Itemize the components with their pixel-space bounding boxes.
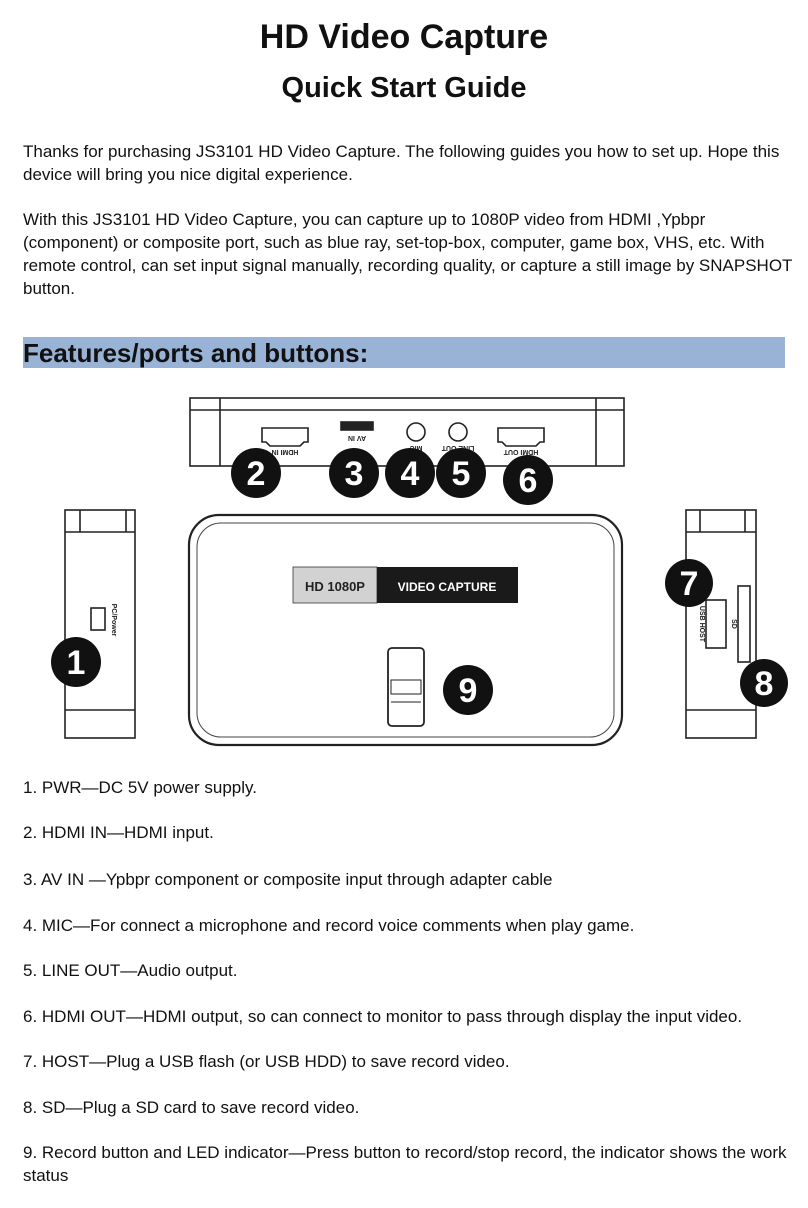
device-diagram: HDMI IN AV IN MIC LINE OUT HDMI OUT PC/P… — [51, 397, 788, 747]
section-heading: Features/ports and buttons: — [23, 338, 369, 368]
section-header-bar: Features/ports and buttons: — [23, 337, 785, 368]
feature-item-1: 1. PWR—DC 5V power supply. — [23, 778, 257, 797]
hdmi-in-label: HDMI IN — [272, 448, 299, 455]
svg-text:4: 4 — [401, 455, 420, 493]
svg-text:9: 9 — [459, 672, 478, 710]
svg-text:6: 6 — [519, 462, 538, 500]
feature-item-4: 4. MIC—For connect a microphone and reco… — [23, 916, 635, 935]
device-label-left: HD 1080P — [305, 579, 365, 594]
left-side-panel — [64, 509, 136, 739]
av-in-label: AV IN — [348, 434, 366, 441]
intro-paragraph-2: With this JS3101 HD Video Capture, you c… — [23, 210, 793, 298]
feature-item-5: 5. LINE OUT—Audio output. — [23, 961, 238, 980]
sd-label: SD — [730, 619, 737, 629]
svg-text:1: 1 — [67, 644, 86, 682]
right-side-panel — [685, 509, 757, 739]
feature-item-2: 2. HDMI IN—HDMI input. — [23, 823, 214, 842]
sd-slot-icon — [737, 585, 751, 663]
intro-paragraph-1: Thanks for purchasing JS3101 HD Video Ca… — [23, 142, 780, 184]
callout-5: 5 — [436, 448, 486, 498]
line-out-label: LINE OUT — [441, 444, 474, 451]
mic-jack-icon — [406, 422, 426, 442]
callout-8: 8 — [740, 659, 788, 707]
usb-host-port-icon — [705, 599, 727, 649]
device-label-right: VIDEO CAPTURE — [398, 580, 497, 594]
feature-item-6: 6. HDMI OUT—HDMI output, so can connect … — [23, 1007, 743, 1026]
feature-item-8: 8. SD—Plug a SD card to save record vide… — [23, 1098, 360, 1117]
power-label: PC/Power — [110, 604, 117, 637]
callout-2: 2 — [231, 448, 281, 498]
svg-text:2: 2 — [247, 455, 266, 493]
callout-1: 1 — [51, 637, 101, 687]
document-subtitle: Quick Start Guide — [281, 72, 527, 104]
document-title: HD Video Capture — [259, 18, 549, 56]
callout-7: 7 — [665, 559, 713, 607]
hdmi-in-port-icon — [261, 427, 309, 447]
callout-9: 9 — [443, 665, 493, 715]
usb-host-label: USB HOST — [698, 606, 705, 643]
line-out-jack-icon — [448, 422, 468, 442]
svg-text:3: 3 — [345, 455, 364, 493]
hdmi-out-label: HDMI OUT — [503, 448, 538, 455]
callout-6: 6 — [503, 455, 553, 505]
feature-item-9: 9. Record button and LED indicator—Press… — [23, 1143, 787, 1185]
record-button-icon — [387, 647, 425, 727]
feature-item-3: 3. AV IN —Ypbpr component or composite i… — [23, 870, 553, 889]
main-device-body: HD 1080P VIDEO CAPTURE — [187, 513, 624, 747]
svg-text:7: 7 — [680, 565, 699, 603]
label-plate-right — [377, 567, 518, 603]
svg-text:8: 8 — [755, 665, 774, 703]
callout-3: 3 — [329, 448, 379, 498]
mic-label: MIC — [410, 444, 423, 451]
feature-item-7: 7. HOST—Plug a USB flash (or USB HDD) to… — [23, 1052, 510, 1071]
power-port-icon — [90, 607, 106, 631]
callout-4: 4 — [385, 448, 435, 498]
hdmi-out-port-icon — [497, 427, 545, 447]
svg-text:5: 5 — [452, 455, 471, 493]
av-in-switch-icon — [340, 421, 374, 431]
